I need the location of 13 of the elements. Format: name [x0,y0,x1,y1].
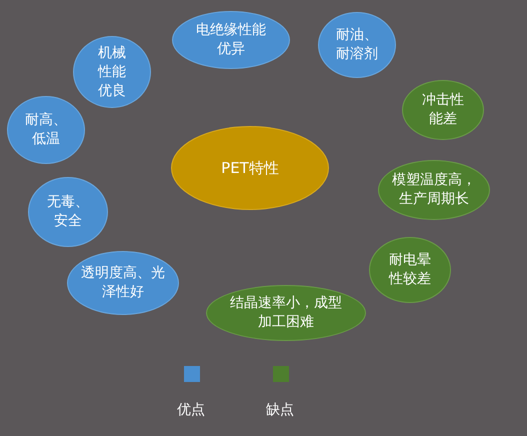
property-text: 电绝缘性能优异 [195,21,267,59]
topic-text: PET特性 [220,158,280,178]
legend-label: 缺点 [266,401,294,419]
property-text: 耐高、低温 [24,111,68,149]
legend-label: 优点 [177,401,205,419]
property-text: 透明度高、光泽性好 [80,264,166,302]
property-text: 结晶速率小，成型加工困难 [229,294,343,332]
property-text: 耐油、耐溶剂 [335,26,379,64]
property-text: 无毒、安全 [46,193,90,231]
property-text: 耐电晕性较差 [388,251,432,289]
property-text: 模塑温度高，生产周期长 [391,171,477,209]
property-text: 机械性能优良 [96,44,127,100]
property-text: 冲击性能差 [421,91,465,129]
